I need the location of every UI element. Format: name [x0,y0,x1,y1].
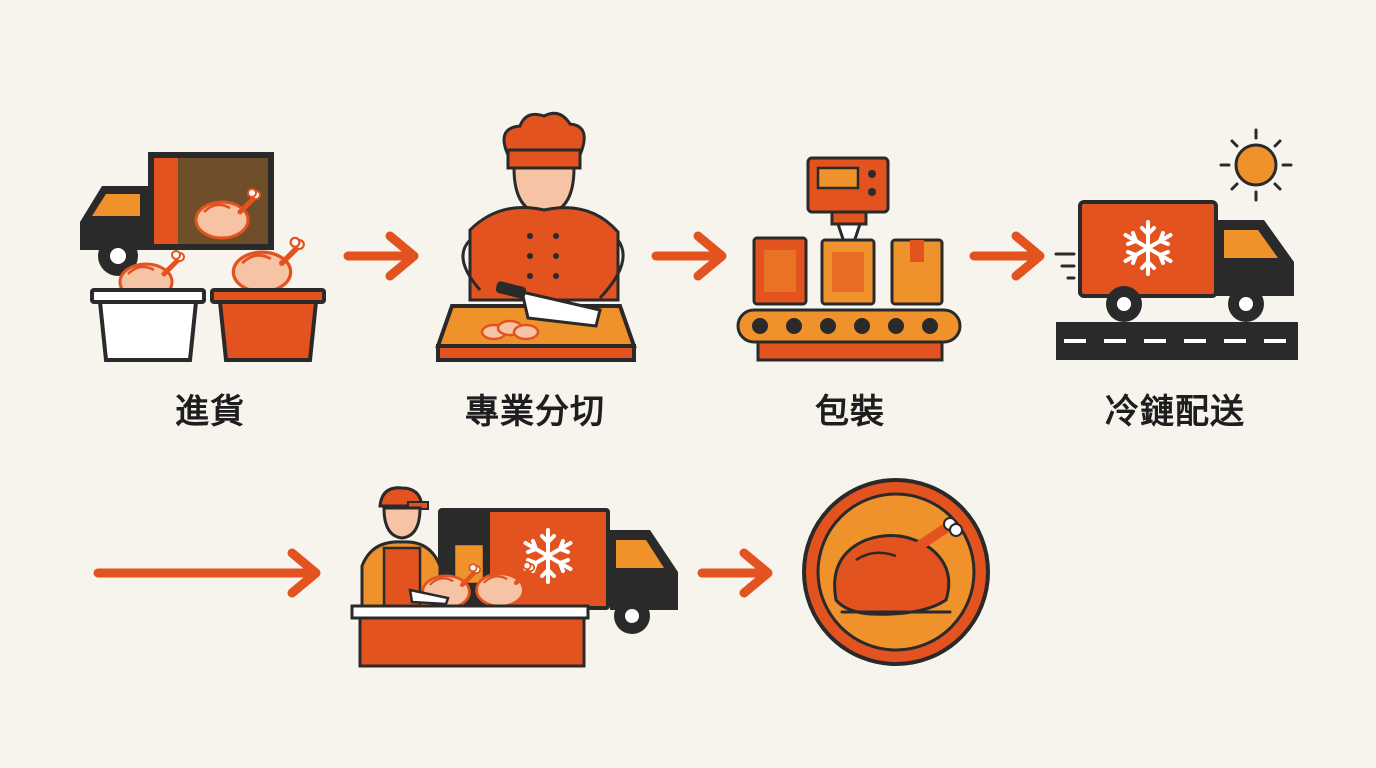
receiving-illustration [80,152,326,362]
arrow-icon [656,236,722,276]
sun-icon [1219,128,1293,202]
packaging-illustration [736,156,962,362]
arrow-icon [702,553,768,593]
orange-crate [210,288,326,362]
packaging-machine-icon [806,156,890,250]
package-box [890,238,944,306]
step-label-receiving: 進貨 [175,392,245,432]
arrow-icon [348,236,414,276]
step-label-packaging: 包裝 [815,392,885,432]
step-label-cold-chain: 冷鏈配送 [1105,392,1245,432]
knife-icon [408,588,450,606]
package-bag-2 [820,238,876,306]
package-bag-1 [752,236,808,306]
conveyor-icon [736,308,962,362]
white-crate [90,288,206,362]
long-arrow-icon [93,548,321,598]
road-icon [1056,322,1298,360]
arrow-icon [974,236,1040,276]
cutting-illustration [435,111,637,362]
store-illustration [350,486,678,668]
refrigerated-truck-icon [1054,200,1294,322]
truck-icon [80,152,274,276]
shop-counter [350,604,590,668]
step-label-cutting: 專業分切 [465,392,605,432]
cold-chain-illustration [1054,128,1298,360]
roast-chicken-icon [802,478,990,666]
chef-icon [461,111,625,302]
knife-icon [495,281,602,328]
